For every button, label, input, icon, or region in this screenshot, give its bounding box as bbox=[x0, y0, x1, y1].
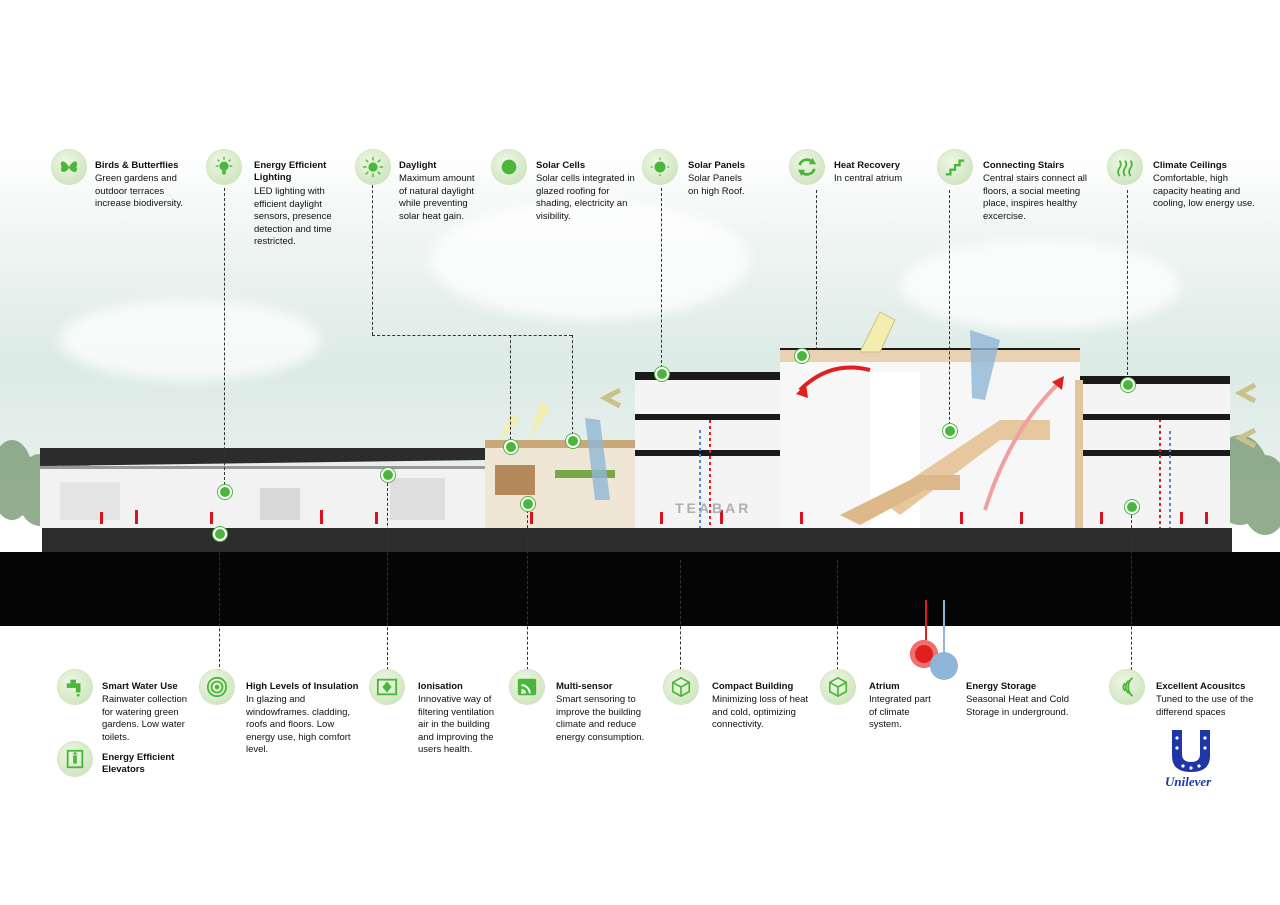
heat-waves-icon bbox=[1108, 150, 1142, 184]
callout-desc: Maximum amount of natural daylight while… bbox=[399, 173, 475, 222]
callout-title: Energy Efficient Elevators bbox=[102, 752, 175, 775]
marker-multisensor bbox=[521, 497, 535, 511]
cube-icon bbox=[664, 670, 698, 704]
target-icon bbox=[200, 670, 234, 704]
unilever-logo-icon bbox=[1172, 730, 1210, 772]
callout-desc: Minimizing loss of heat and cold, optimi… bbox=[712, 694, 809, 730]
callout-title: Solar Panels bbox=[688, 160, 746, 171]
callout-title: Heat Recovery bbox=[834, 160, 901, 171]
sun-rays-icon bbox=[356, 150, 390, 184]
wifi-sensor-icon bbox=[510, 670, 544, 704]
callout-title: Climate Ceilings bbox=[1153, 160, 1227, 171]
callout-desc: Integrated part of climate system. bbox=[869, 694, 931, 730]
building-section bbox=[40, 311, 1257, 598]
marker-lighting bbox=[218, 485, 232, 499]
callout-title: Daylight bbox=[399, 160, 437, 171]
callout-desc: LED lighting with efficient daylight sen… bbox=[254, 186, 332, 247]
callout-title: Birds & Butterflies bbox=[95, 160, 179, 171]
cloud bbox=[430, 200, 750, 320]
callout-title: Connecting Stairs bbox=[983, 160, 1065, 171]
lightbulb-icon bbox=[207, 150, 241, 184]
callout-desc: Green gardens and outdoor terraces incre… bbox=[95, 173, 184, 209]
cloud bbox=[900, 240, 1180, 330]
leader-line bbox=[680, 560, 681, 670]
marker-climate bbox=[1121, 378, 1135, 392]
callout-desc: Seasonal Heat and Cold Storage in underg… bbox=[966, 694, 1069, 718]
storage-tank-cold bbox=[930, 652, 958, 680]
recycle-arrows-icon bbox=[790, 150, 824, 184]
leader-line bbox=[837, 560, 838, 670]
leader-line bbox=[372, 180, 373, 335]
callout-title: Ionisation bbox=[418, 681, 463, 692]
leader-line bbox=[816, 190, 817, 350]
callout-desc: Smart sensoring to improve the building … bbox=[556, 694, 645, 743]
leader-line bbox=[387, 478, 388, 670]
leader-line bbox=[510, 335, 511, 445]
elevator-icon bbox=[58, 742, 92, 776]
callout-title: Multi-sensor bbox=[556, 681, 613, 692]
callout-desc: Rainwater collection for watering green … bbox=[102, 694, 188, 743]
callout-title: Energy Efficient Lighting bbox=[254, 160, 327, 183]
callout-title: Atrium bbox=[869, 681, 900, 692]
leader-line bbox=[527, 510, 528, 670]
marker-ionisation bbox=[381, 468, 395, 482]
callout-desc: In glazing and windowframes. cladding, r… bbox=[246, 694, 351, 755]
tap-icon bbox=[58, 670, 92, 704]
callout-desc: Central stairs connect all floors, a soc… bbox=[983, 173, 1088, 222]
callout-title: Excellent Acousitcs bbox=[1156, 681, 1246, 692]
callout-desc: Solar Panels on high Roof. bbox=[688, 173, 745, 197]
stairs-icon bbox=[938, 150, 972, 184]
leader-line bbox=[1127, 190, 1128, 380]
callout-title: High Levels of Insulation bbox=[246, 681, 359, 692]
brand-wordmark: Unilever bbox=[1165, 774, 1212, 789]
callout-title: Energy Storage bbox=[966, 681, 1037, 692]
callout-desc: Solar cells integrated in glazed roofing… bbox=[536, 173, 635, 222]
callout-title: Smart Water Use bbox=[102, 681, 178, 692]
leader-line bbox=[372, 335, 572, 336]
callout-title: Solar Cells bbox=[536, 160, 586, 171]
leader-line bbox=[1131, 510, 1132, 670]
callout-title: Compact Building bbox=[712, 681, 794, 692]
leader-line bbox=[572, 335, 573, 440]
callout-desc: Comfortable, high capacity heating and c… bbox=[1153, 173, 1255, 209]
marker-stairs bbox=[943, 424, 957, 438]
sun-panel-icon bbox=[643, 150, 677, 184]
underground bbox=[0, 552, 1280, 626]
butterfly-icon bbox=[52, 150, 86, 184]
marker-heat-recovery bbox=[795, 349, 809, 363]
sun-icon bbox=[492, 150, 526, 184]
cube-open-icon bbox=[821, 670, 855, 704]
teabar-sign: TEABAR bbox=[675, 500, 752, 516]
pipe-hot bbox=[925, 600, 927, 640]
leader-line bbox=[949, 190, 950, 430]
leader-line bbox=[224, 188, 225, 490]
sound-waves-icon bbox=[1110, 670, 1144, 704]
callout-desc: In central atrium bbox=[834, 173, 903, 184]
cloud bbox=[60, 300, 320, 380]
marker-solar-panels bbox=[655, 367, 669, 381]
marker-insulation bbox=[213, 527, 227, 541]
leader-line bbox=[661, 188, 662, 368]
marker-acoustics bbox=[1125, 500, 1139, 514]
pipe-cold bbox=[943, 600, 945, 652]
filter-icon bbox=[370, 670, 404, 704]
leader-line bbox=[219, 532, 220, 672]
callout-desc: Innovative way of filtering ventilation … bbox=[418, 694, 495, 755]
marker-solar-cells bbox=[566, 434, 580, 448]
marker-daylight bbox=[504, 440, 518, 454]
callout-desc: Tuned to the use of the differend spaces bbox=[1156, 694, 1254, 718]
